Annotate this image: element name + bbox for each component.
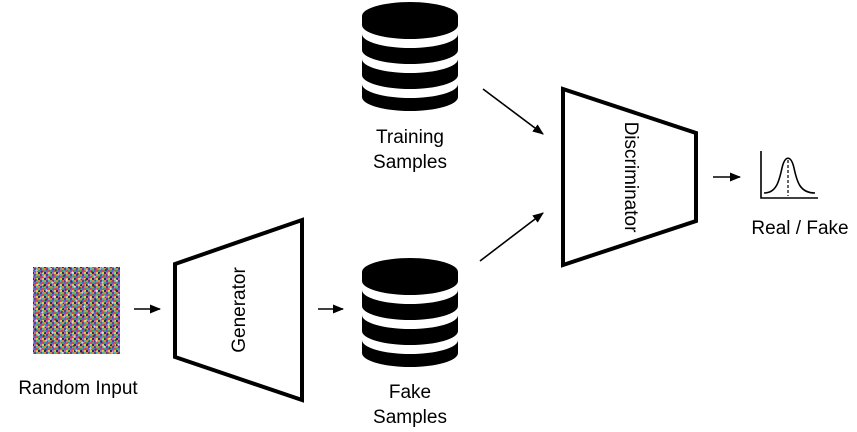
discriminator-label: Discriminator (620, 122, 641, 234)
arrow-fake-to-discriminator (479, 212, 544, 262)
database-icon (362, 2, 458, 111)
training-samples-label-line2: Samples (373, 152, 447, 173)
output-label: Real / Fake (751, 218, 848, 239)
generator-label: Generator (229, 267, 250, 353)
noise-image-icon (33, 267, 120, 354)
bell-curve-icon (760, 151, 818, 199)
fake-samples-label-line1: Fake (389, 382, 431, 403)
database-icon (362, 258, 458, 367)
training-samples-label-line1: Training (376, 127, 444, 148)
arrow-training-to-discriminator (482, 88, 544, 135)
generator-block (173, 217, 304, 403)
fake-samples-label-line2: Samples (373, 407, 447, 428)
random-input-label: Random Input (18, 378, 138, 399)
discriminator-block (561, 86, 698, 268)
